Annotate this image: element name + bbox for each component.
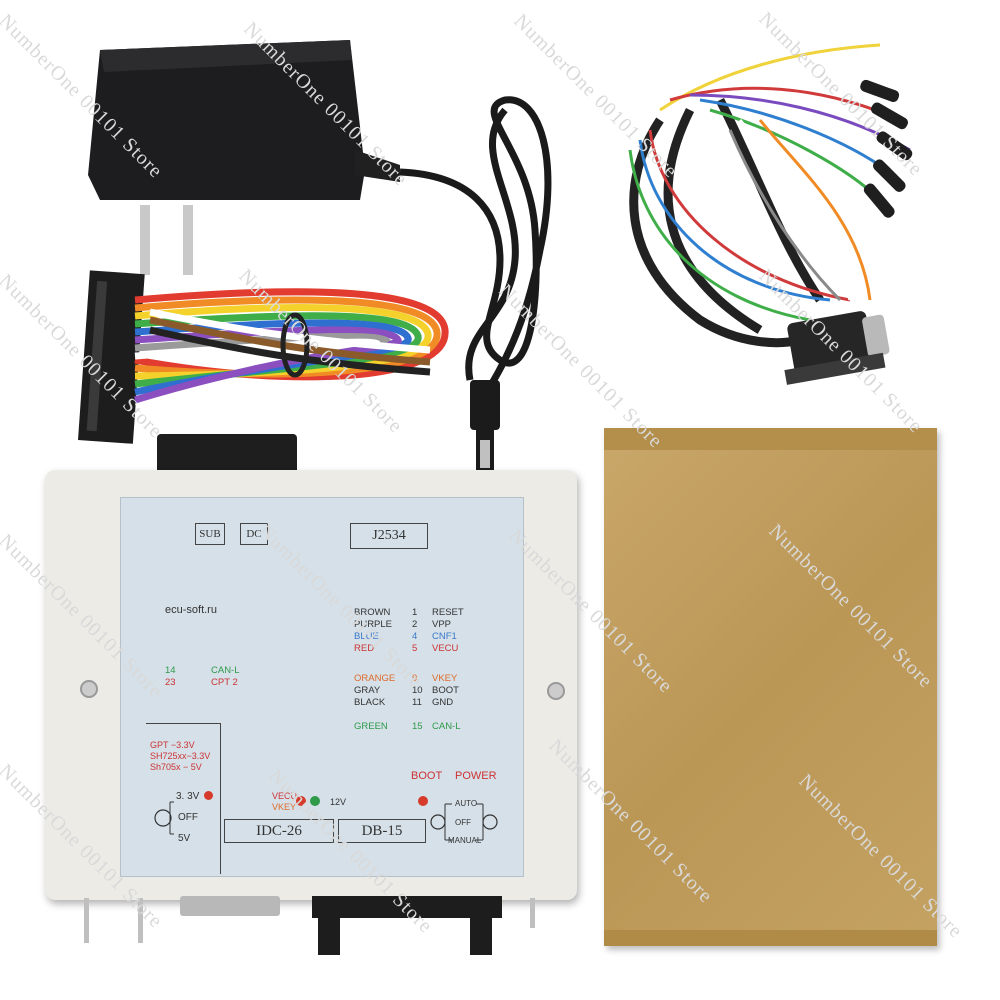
label-panel <box>120 497 524 877</box>
switch2-icon[interactable] <box>428 802 500 842</box>
switch1-icon[interactable] <box>150 798 176 838</box>
vecu-led <box>296 796 306 806</box>
voltage-note: SH725xx−3.3V <box>150 751 211 761</box>
sub-port-label: SUB <box>195 523 225 545</box>
vecu-label: VECU <box>272 791 298 801</box>
latch-right <box>470 915 492 955</box>
boot-led <box>418 796 428 806</box>
dc-port-label: DC <box>240 523 268 545</box>
switch1-mid-label: OFF <box>178 812 198 823</box>
box-flap-bottom <box>604 930 937 946</box>
box-flap <box>604 428 937 450</box>
site-label: ecu-soft.ru <box>165 604 217 616</box>
voltage-section <box>146 723 221 874</box>
mount-hole-right <box>547 682 565 700</box>
idc26-label: IDC-26 <box>224 819 334 843</box>
switch2-mid-label: OFF <box>455 818 471 827</box>
bottom-pin <box>138 898 143 943</box>
idc-connector-bottom <box>312 896 502 918</box>
mount-hole-left <box>80 680 98 698</box>
12v-label: 12V <box>330 797 347 807</box>
bottom-pin <box>84 898 89 943</box>
switch1-led <box>204 791 213 800</box>
voltage-note: Sh705x − 5V <box>150 762 202 772</box>
db15-label: DB-15 <box>338 819 426 843</box>
switch1-bottom-label: 5V <box>178 833 191 844</box>
switch2-top-label: AUTO <box>455 799 478 808</box>
power-label: POWER <box>455 770 497 782</box>
switch1-top-label: 3. 3V <box>176 791 200 802</box>
pinout-row-faded <box>354 709 514 721</box>
boot-label: BOOT <box>411 770 443 782</box>
vkey-led <box>310 796 320 806</box>
vkey-label: VKEY <box>272 802 297 812</box>
latch-left <box>318 915 340 955</box>
cardboard-box <box>604 428 937 946</box>
device-title: J2534 <box>350 523 428 549</box>
db-connector-bottom <box>180 896 280 916</box>
voltage-note: GPT −3.3V <box>150 740 195 750</box>
bottom-pin <box>530 898 535 928</box>
voltage-notes: GPT −3.3V SH725xx−3.3V Sh705x − 5V <box>150 740 210 773</box>
switch2-bottom-label: MANUAL <box>448 836 482 845</box>
